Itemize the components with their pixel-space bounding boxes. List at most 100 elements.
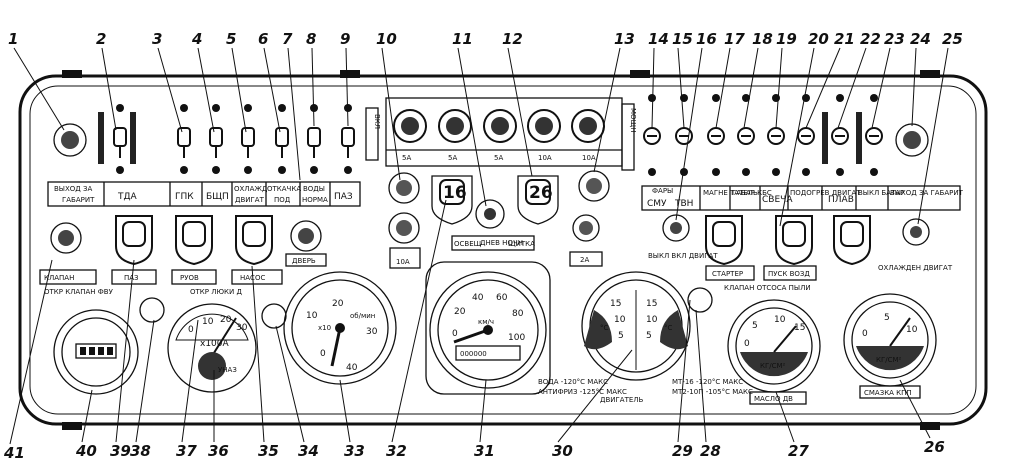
callout-number-22: 22	[860, 30, 881, 48]
speedo-tick-40: 40	[472, 293, 484, 303]
callout-number-13: 13	[614, 30, 635, 48]
fuse-label-2: 5А	[448, 154, 457, 162]
label-pod: ПОД	[274, 196, 291, 204]
label-smu: СМУ	[647, 199, 667, 209]
temp-left-10: 10	[614, 315, 626, 325]
label-maslo-dv: МАСЛО ДВ	[754, 395, 793, 403]
toggle-switch	[209, 104, 223, 174]
mount-tab	[62, 422, 82, 430]
label-vykl-batar: ВЫКЛ БАТАР	[858, 189, 904, 197]
door-knob	[290, 220, 322, 252]
label-bshch: БЩП	[206, 192, 229, 202]
socket-26-label: 26	[529, 183, 553, 203]
label-gabar-kbs: ГАБАР КБС	[732, 189, 772, 197]
label-dver: ДВЕРЬ	[292, 257, 316, 265]
vykhod-gabarit-knob	[902, 218, 930, 246]
callout-number-4: 4	[191, 30, 202, 48]
tacho-tick-30: 30	[366, 327, 378, 337]
callout-number-1: 1	[8, 30, 18, 48]
toggle-switch	[177, 104, 191, 174]
callout-number-17: 17	[724, 30, 745, 48]
tacho-unit: об/мин	[350, 312, 375, 320]
speedo-tick-80: 80	[512, 309, 524, 319]
switch-guard	[856, 112, 862, 164]
oil-kpp-unit: КГ/СМ²	[876, 356, 902, 364]
small-lamp-38	[139, 297, 165, 323]
label-starter: СТАРТЕР	[712, 270, 743, 278]
oil-eng-tick-15: 15	[794, 323, 805, 333]
label-okhlazhd-dvigat: ОХЛАЖДЕН ДВИГАТ	[878, 264, 953, 272]
temp-left-unit: °C	[600, 324, 609, 332]
label-otkr-lyuki: ОТКР ЛЮКИ Д	[190, 288, 242, 296]
label-klapan: КЛАПАН	[44, 274, 74, 282]
callout-number-9: 9	[340, 30, 350, 48]
callout-number-6: 6	[258, 30, 268, 48]
switch-guard-2	[98, 112, 104, 164]
label-vykl-vkl-dvigat: ВЫКЛ ВКЛ ДВИГАТ	[648, 252, 718, 260]
temp-right-10: 10	[646, 315, 658, 325]
fuse-knob-left-bottom	[388, 212, 420, 244]
fuse	[393, 109, 427, 143]
callout-number-31: 31	[474, 442, 495, 460]
label-dnev: ДНЕВ НОЧН	[480, 239, 523, 247]
callout-number-18: 18	[752, 30, 773, 48]
label-otkachka: ОТКАЧКА	[267, 185, 301, 193]
note-voda: ВОДА -120°С МАКС	[538, 378, 608, 386]
klapan-knob	[50, 222, 82, 254]
ammeter-gauge: 0 10 20 30 x100А УНАЗ	[167, 303, 257, 393]
label-tda: ТДА	[117, 192, 138, 202]
speedo-tick-0: 0	[452, 329, 458, 339]
fuse-label-10a-left: 10А	[396, 258, 410, 266]
guarded-button	[115, 215, 153, 266]
callout-number-15: 15	[672, 30, 693, 48]
oil-kpp-tick-0: 0	[862, 329, 868, 339]
callout-number-38: 38	[130, 442, 151, 460]
temp-left-5: 5	[618, 331, 624, 341]
label-okhlazhd: ОХЛАЖД	[234, 185, 268, 193]
callout-number-26: 26	[924, 438, 945, 456]
note-mt16: МТ-16 -120°С МАКС	[672, 378, 743, 386]
label-gabarit: ГАБАРИТ	[62, 196, 95, 204]
fuse-label-4: 10А	[538, 154, 552, 162]
label-pusk-vozd: ПУСК ВОЗД	[768, 270, 810, 278]
fuse	[483, 109, 517, 143]
hour-meter-gauge	[53, 309, 139, 395]
callout-number-12: 12	[502, 30, 523, 48]
callout-number-11: 11	[452, 30, 473, 48]
small-lamp-34	[261, 303, 287, 329]
callout-number-16: 16	[696, 30, 717, 48]
callout-number-23: 23	[884, 30, 905, 48]
mount-tab	[340, 70, 360, 78]
moshchn-plate	[621, 103, 635, 171]
ammeter-sub: УНАЗ	[218, 366, 237, 374]
label-svecha: СВЕЧА	[762, 195, 793, 205]
temperature-gauge: 15 10 5 15 10 5 °C °C	[581, 271, 691, 381]
panel-inner-outline	[29, 85, 977, 415]
fuse	[571, 109, 605, 143]
temp-right-unit: °C	[664, 324, 673, 332]
speedo-tick-60: 60	[496, 293, 508, 303]
left-label-bar: ВЫХОД ЗА ГАБАРИТ ТДА ГПК БЩП ОХЛАЖД ДВИГ…	[47, 181, 361, 207]
toggle-switch	[831, 94, 849, 176]
vkl-plate	[365, 107, 379, 161]
tacho-mult: x10	[318, 324, 331, 332]
tvn-knob	[662, 214, 690, 242]
callout-number-41: 41	[3, 444, 25, 462]
label-podogrev: ПОДОГРЕВ ДВИГАТ	[790, 189, 861, 197]
label-klapan-otsosa: КЛАПАН ОТСОСА ПЫЛИ	[724, 284, 811, 292]
toggle-switch	[797, 94, 815, 176]
temp-right-15: 15	[646, 299, 657, 309]
oil-eng-tick-5: 5	[752, 321, 758, 331]
toggle-switch	[113, 104, 127, 174]
callout-number-14: 14	[648, 30, 669, 48]
toggle-switch	[707, 94, 725, 176]
oil-kpp-tick-10: 10	[906, 325, 918, 335]
callout-number-3: 3	[152, 30, 162, 48]
label-plav: ПЛАВ	[828, 195, 854, 205]
label-norma: НОРМА	[302, 196, 328, 204]
oil-pressure-engine-gauge: 0 5 10 15 КГ/СМ² МАСЛО ДВ	[727, 299, 821, 405]
label-vykhod-za: ВЫХОД ЗА	[54, 185, 92, 193]
label-shchitka: ЩИТКА	[508, 240, 535, 248]
note-antifriz: АНТИФРИЗ -125°С МАКС	[538, 388, 627, 396]
